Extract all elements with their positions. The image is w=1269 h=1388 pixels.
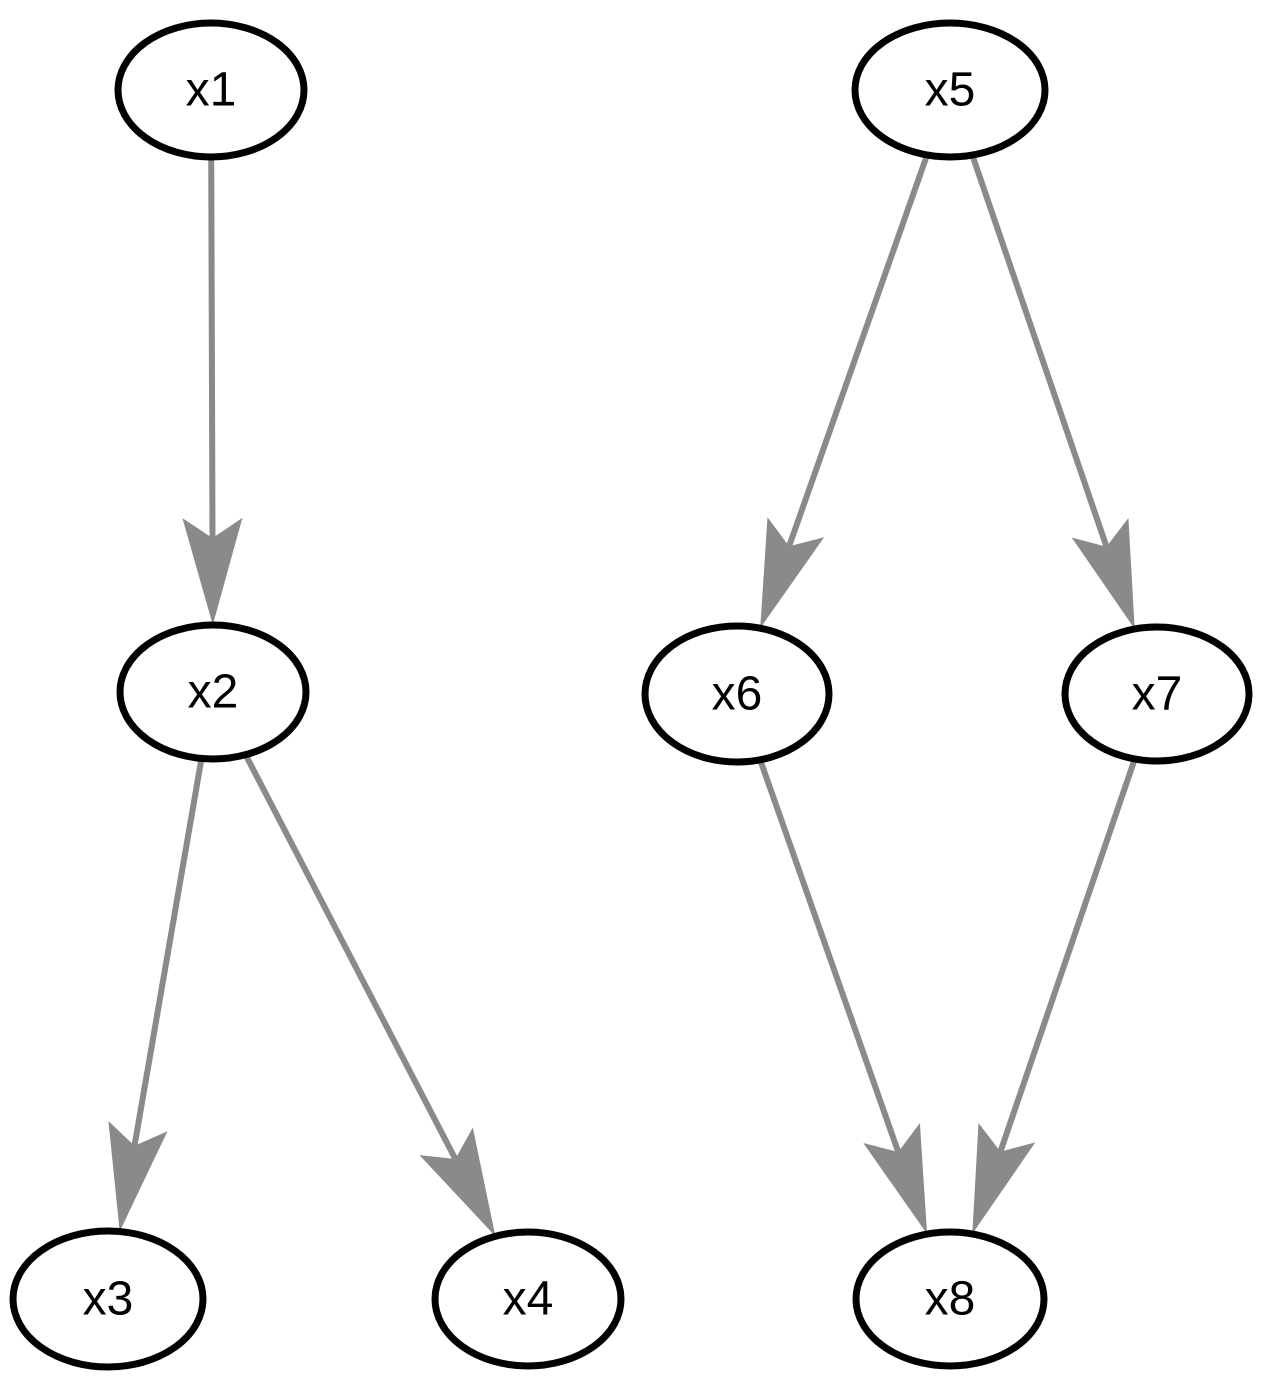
arrowhead-icon bbox=[863, 1123, 928, 1234]
node-ellipse-x3 bbox=[9, 1227, 207, 1371]
edge-x5-x6 bbox=[760, 154, 930, 629]
node-ellipse-x7 bbox=[1061, 623, 1253, 765]
edge-x5-x7 bbox=[969, 154, 1135, 629]
edge-line-x2-x3 bbox=[131, 757, 205, 1147]
edge-line-x6-x8 bbox=[757, 758, 902, 1153]
node-x3: x3 bbox=[9, 1227, 207, 1371]
node-x5: x5 bbox=[851, 19, 1049, 161]
edge-x2-x3 bbox=[108, 757, 205, 1232]
node-x8: x8 bbox=[852, 1228, 1048, 1370]
node-ellipse-x4 bbox=[431, 1228, 625, 1370]
node-x4: x4 bbox=[431, 1228, 625, 1370]
edge-x6-x8 bbox=[757, 758, 928, 1234]
edge-line-x7-x8 bbox=[997, 758, 1138, 1153]
node-label-x8: x8 bbox=[925, 1273, 976, 1326]
node-x7: x7 bbox=[1061, 623, 1253, 765]
edge-x7-x8 bbox=[972, 758, 1138, 1234]
arrowhead-icon bbox=[419, 1127, 496, 1237]
node-ellipse-x5 bbox=[851, 19, 1049, 161]
arrowhead-icon bbox=[182, 517, 243, 625]
node-label-x5: x5 bbox=[925, 64, 976, 117]
arrowhead-icon bbox=[1071, 518, 1135, 629]
node-label-x4: x4 bbox=[503, 1273, 554, 1326]
arrowhead-icon bbox=[972, 1123, 1036, 1234]
node-x2: x2 bbox=[116, 621, 310, 763]
node-ellipse-x8 bbox=[852, 1228, 1048, 1370]
edge-x1-x2 bbox=[182, 156, 243, 625]
edge-line-x1-x2 bbox=[208, 156, 216, 539]
edge-line-x5-x7 bbox=[969, 154, 1110, 548]
arrowhead-icon bbox=[760, 517, 825, 629]
node-x6: x6 bbox=[641, 622, 833, 766]
node-ellipse-x6 bbox=[641, 622, 833, 766]
node-ellipse-x1 bbox=[114, 19, 308, 161]
arrowhead-icon bbox=[108, 1121, 168, 1232]
node-label-x6: x6 bbox=[712, 668, 763, 721]
edge-line-x2-x4 bbox=[242, 753, 459, 1161]
node-label-x2: x2 bbox=[188, 666, 239, 719]
node-label-x3: x3 bbox=[83, 1273, 134, 1326]
node-label-x7: x7 bbox=[1132, 668, 1183, 721]
node-x1: x1 bbox=[114, 19, 308, 161]
edge-line-x5-x6 bbox=[786, 154, 930, 548]
node-label-x1: x1 bbox=[186, 64, 237, 117]
edge-x2-x4 bbox=[242, 753, 496, 1237]
node-ellipse-x2 bbox=[116, 621, 310, 763]
